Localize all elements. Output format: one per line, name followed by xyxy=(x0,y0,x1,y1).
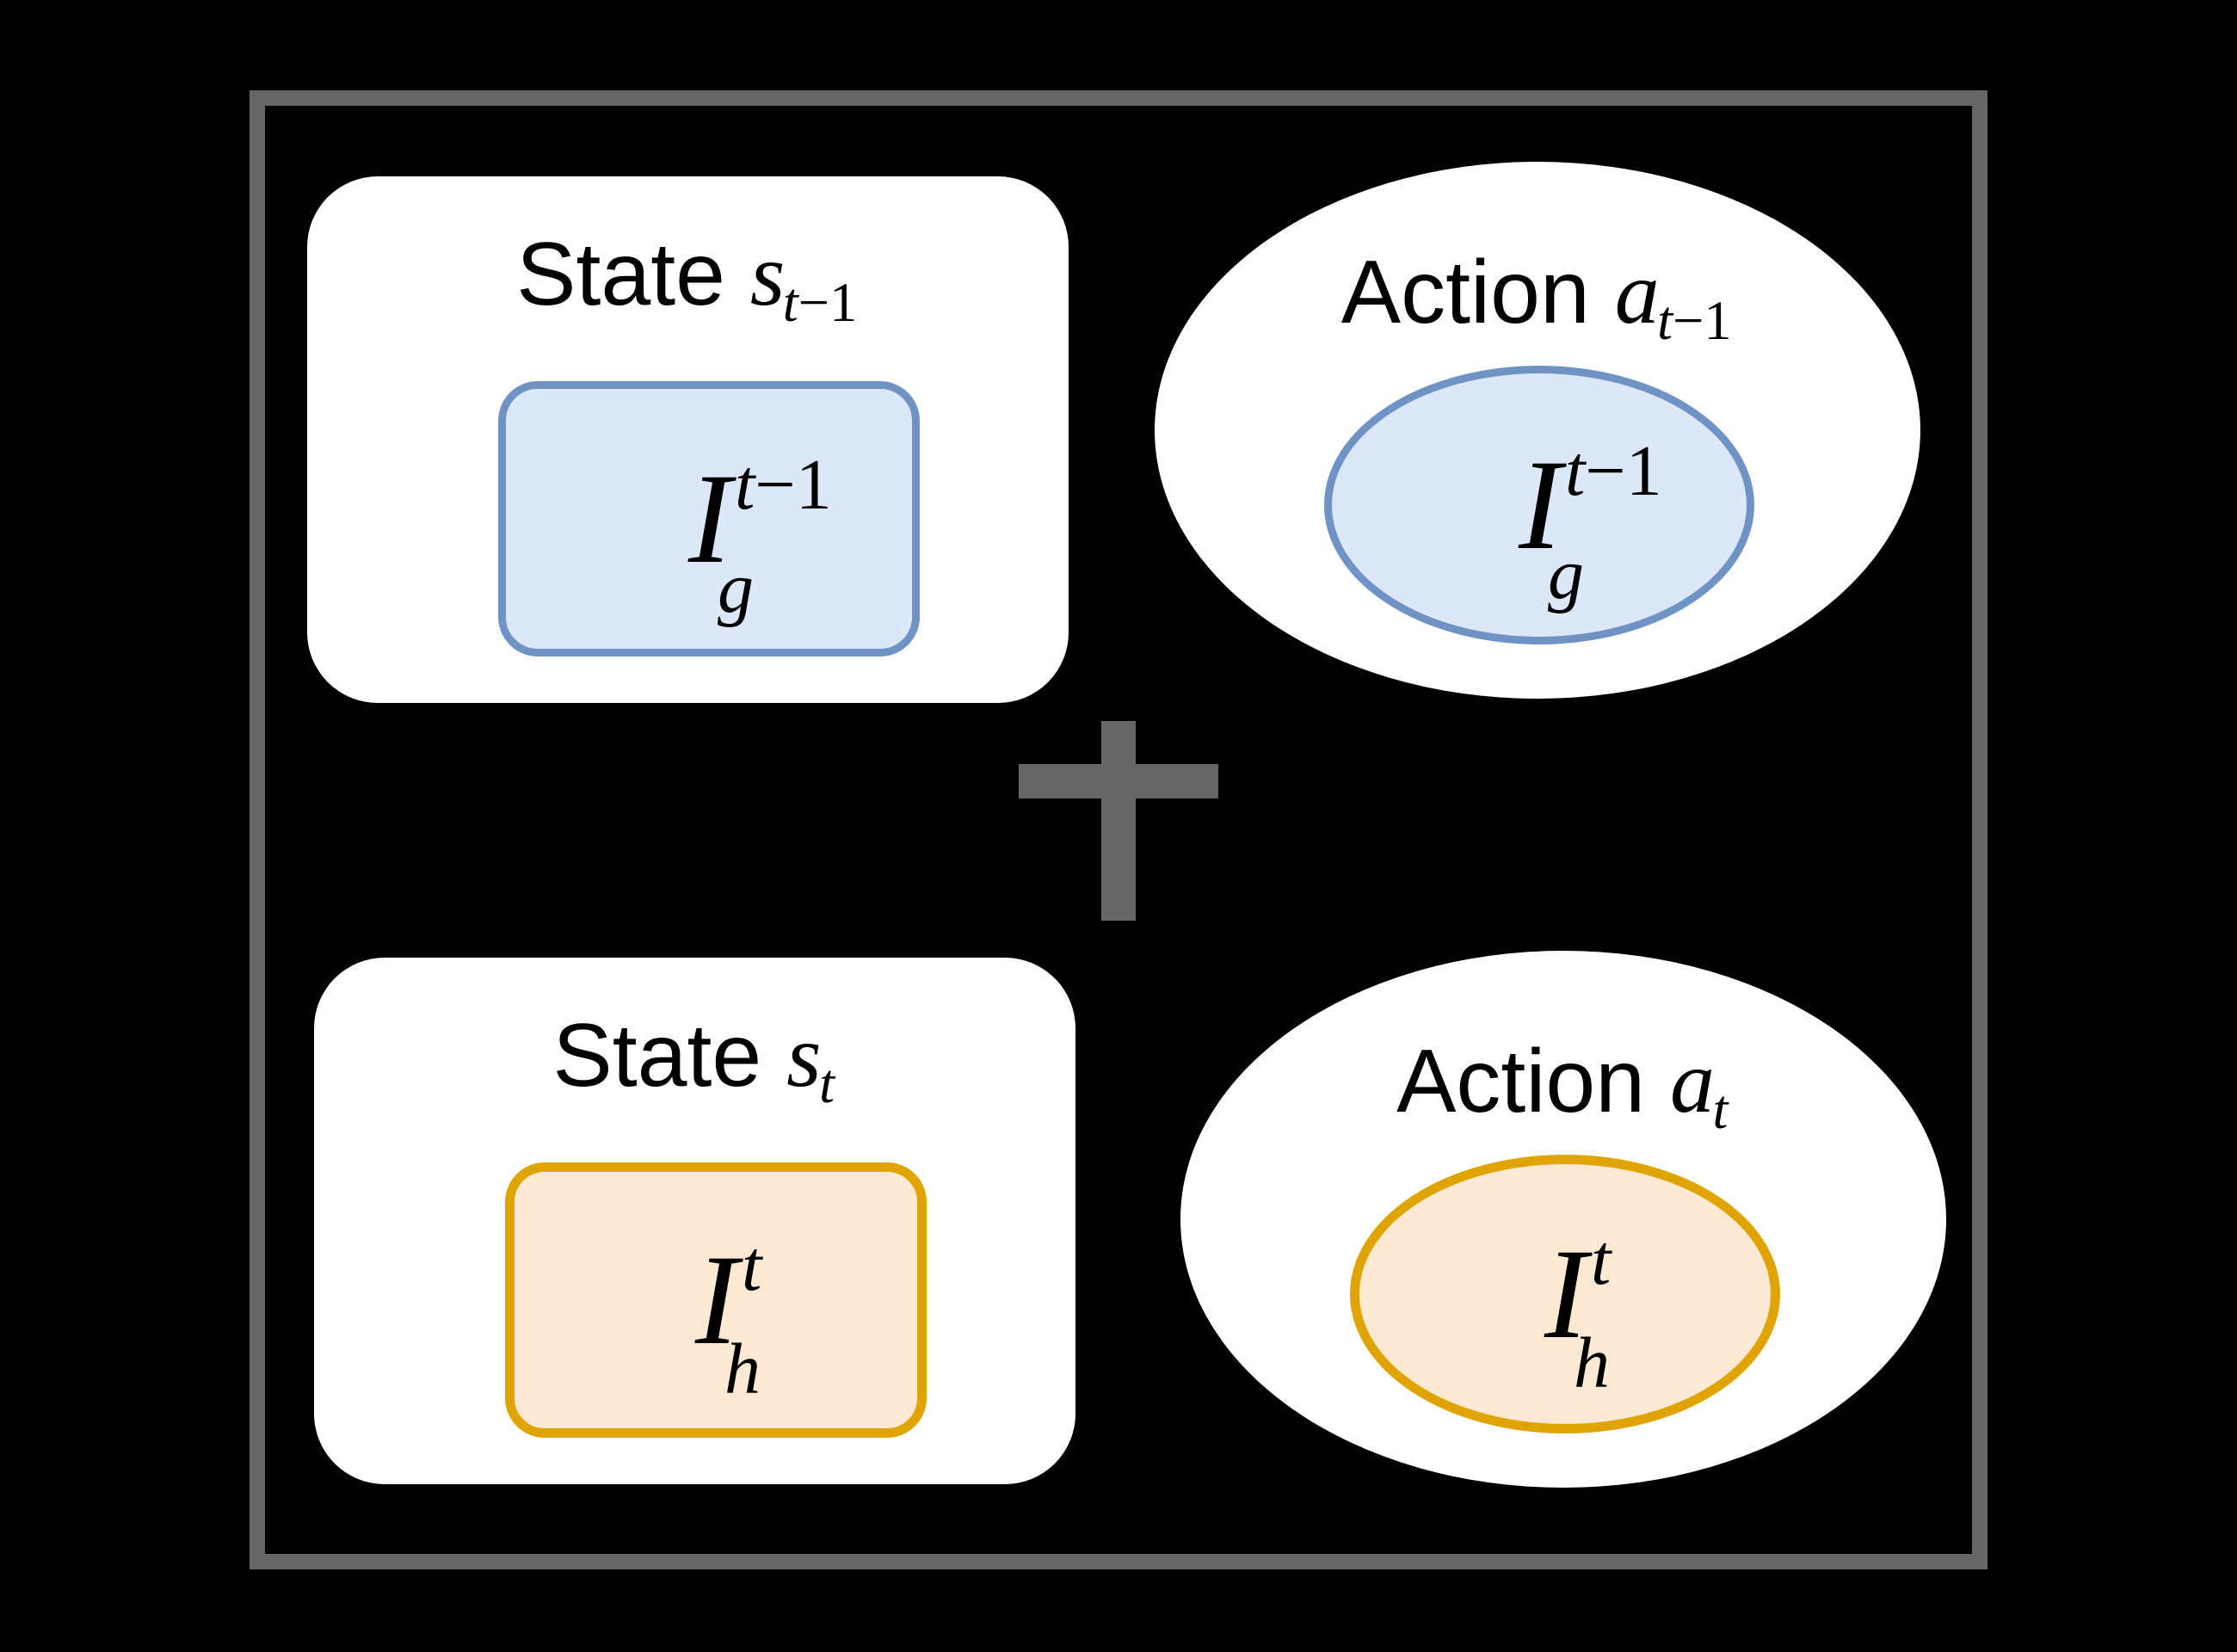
state-curr-label-symbol: s xyxy=(786,1007,822,1106)
state-curr-sub-base: t xyxy=(819,1053,835,1115)
sub-h-3: h xyxy=(724,1329,761,1409)
sub-g-2: g xyxy=(1547,534,1584,614)
action-prev-label-prefix: Action xyxy=(1340,243,1590,342)
action-curr-sub-base: t xyxy=(1712,1079,1729,1141)
state-prev-label-symbol: s xyxy=(749,225,786,324)
expression-ih-t-oval: I t h xyxy=(1544,1220,1611,1403)
action-prev-label-symbol: a xyxy=(1614,243,1660,342)
sup-base-1: t xyxy=(734,445,755,525)
inner-shape-action-curr[interactable]: I t h xyxy=(1350,1155,1780,1433)
expression-ih-t: I t h xyxy=(695,1226,761,1409)
sup-num-1: 1 xyxy=(795,445,832,525)
action-curr-label-prefix: Action xyxy=(1396,1032,1646,1131)
inner-shape-action-prev[interactable]: I t−1 g xyxy=(1324,366,1754,644)
sub-h-4: h xyxy=(1573,1323,1610,1403)
node-action-prev[interactable]: Action at−1 I t−1 g xyxy=(1155,162,1920,699)
state-prev-label-prefix: State xyxy=(516,225,725,324)
node-state-prev[interactable]: State st−1 I t−1 g xyxy=(307,176,1069,703)
node-state-curr-label: State st xyxy=(314,1011,1075,1112)
action-prev-sub-num: 1 xyxy=(1704,290,1732,352)
sup-base-4: t xyxy=(1590,1220,1612,1300)
state-prev-sub-base: t xyxy=(782,272,798,334)
inner-shape-state-curr[interactable]: I t h xyxy=(505,1162,927,1438)
state-prev-sub-op: − xyxy=(798,272,830,334)
node-action-curr[interactable]: Action at I t h xyxy=(1180,951,1946,1488)
sup-num-2: 1 xyxy=(1625,431,1662,511)
plus-vertical-bar xyxy=(1101,721,1136,921)
node-state-prev-label: State st−1 xyxy=(307,230,1069,330)
action-curr-label-symbol: a xyxy=(1670,1032,1716,1131)
expression-ig-t-minus-1-oval: I t−1 g xyxy=(1519,431,1662,614)
sup-op-1: − xyxy=(755,445,796,525)
sup-base-3: t xyxy=(741,1226,762,1306)
sub-g-1: g xyxy=(717,548,754,628)
state-curr-label-prefix: State xyxy=(552,1006,762,1106)
node-action-prev-label: Action at−1 xyxy=(1155,248,1920,348)
glyph-script-i: I xyxy=(688,447,731,590)
glyph-script-i: I xyxy=(1519,434,1562,576)
sup-base-2: t xyxy=(1564,431,1586,511)
glyph-script-i: I xyxy=(1544,1223,1587,1365)
glyph-script-i: I xyxy=(695,1229,738,1372)
node-state-curr[interactable]: State st I t h xyxy=(314,958,1075,1484)
state-prev-sub-num: 1 xyxy=(829,272,858,334)
node-action-curr-label: Action at xyxy=(1180,1037,1946,1137)
action-prev-sub-op: − xyxy=(1673,290,1704,352)
inner-shape-state-prev[interactable]: I t−1 g xyxy=(498,381,920,656)
sup-op-2: − xyxy=(1585,431,1626,511)
plus-operator xyxy=(1019,721,1218,921)
action-prev-sub-base: t xyxy=(1657,290,1673,352)
expression-ig-t-minus-1: I t−1 g xyxy=(688,445,832,628)
diagram-outer-frame xyxy=(250,90,1987,1569)
